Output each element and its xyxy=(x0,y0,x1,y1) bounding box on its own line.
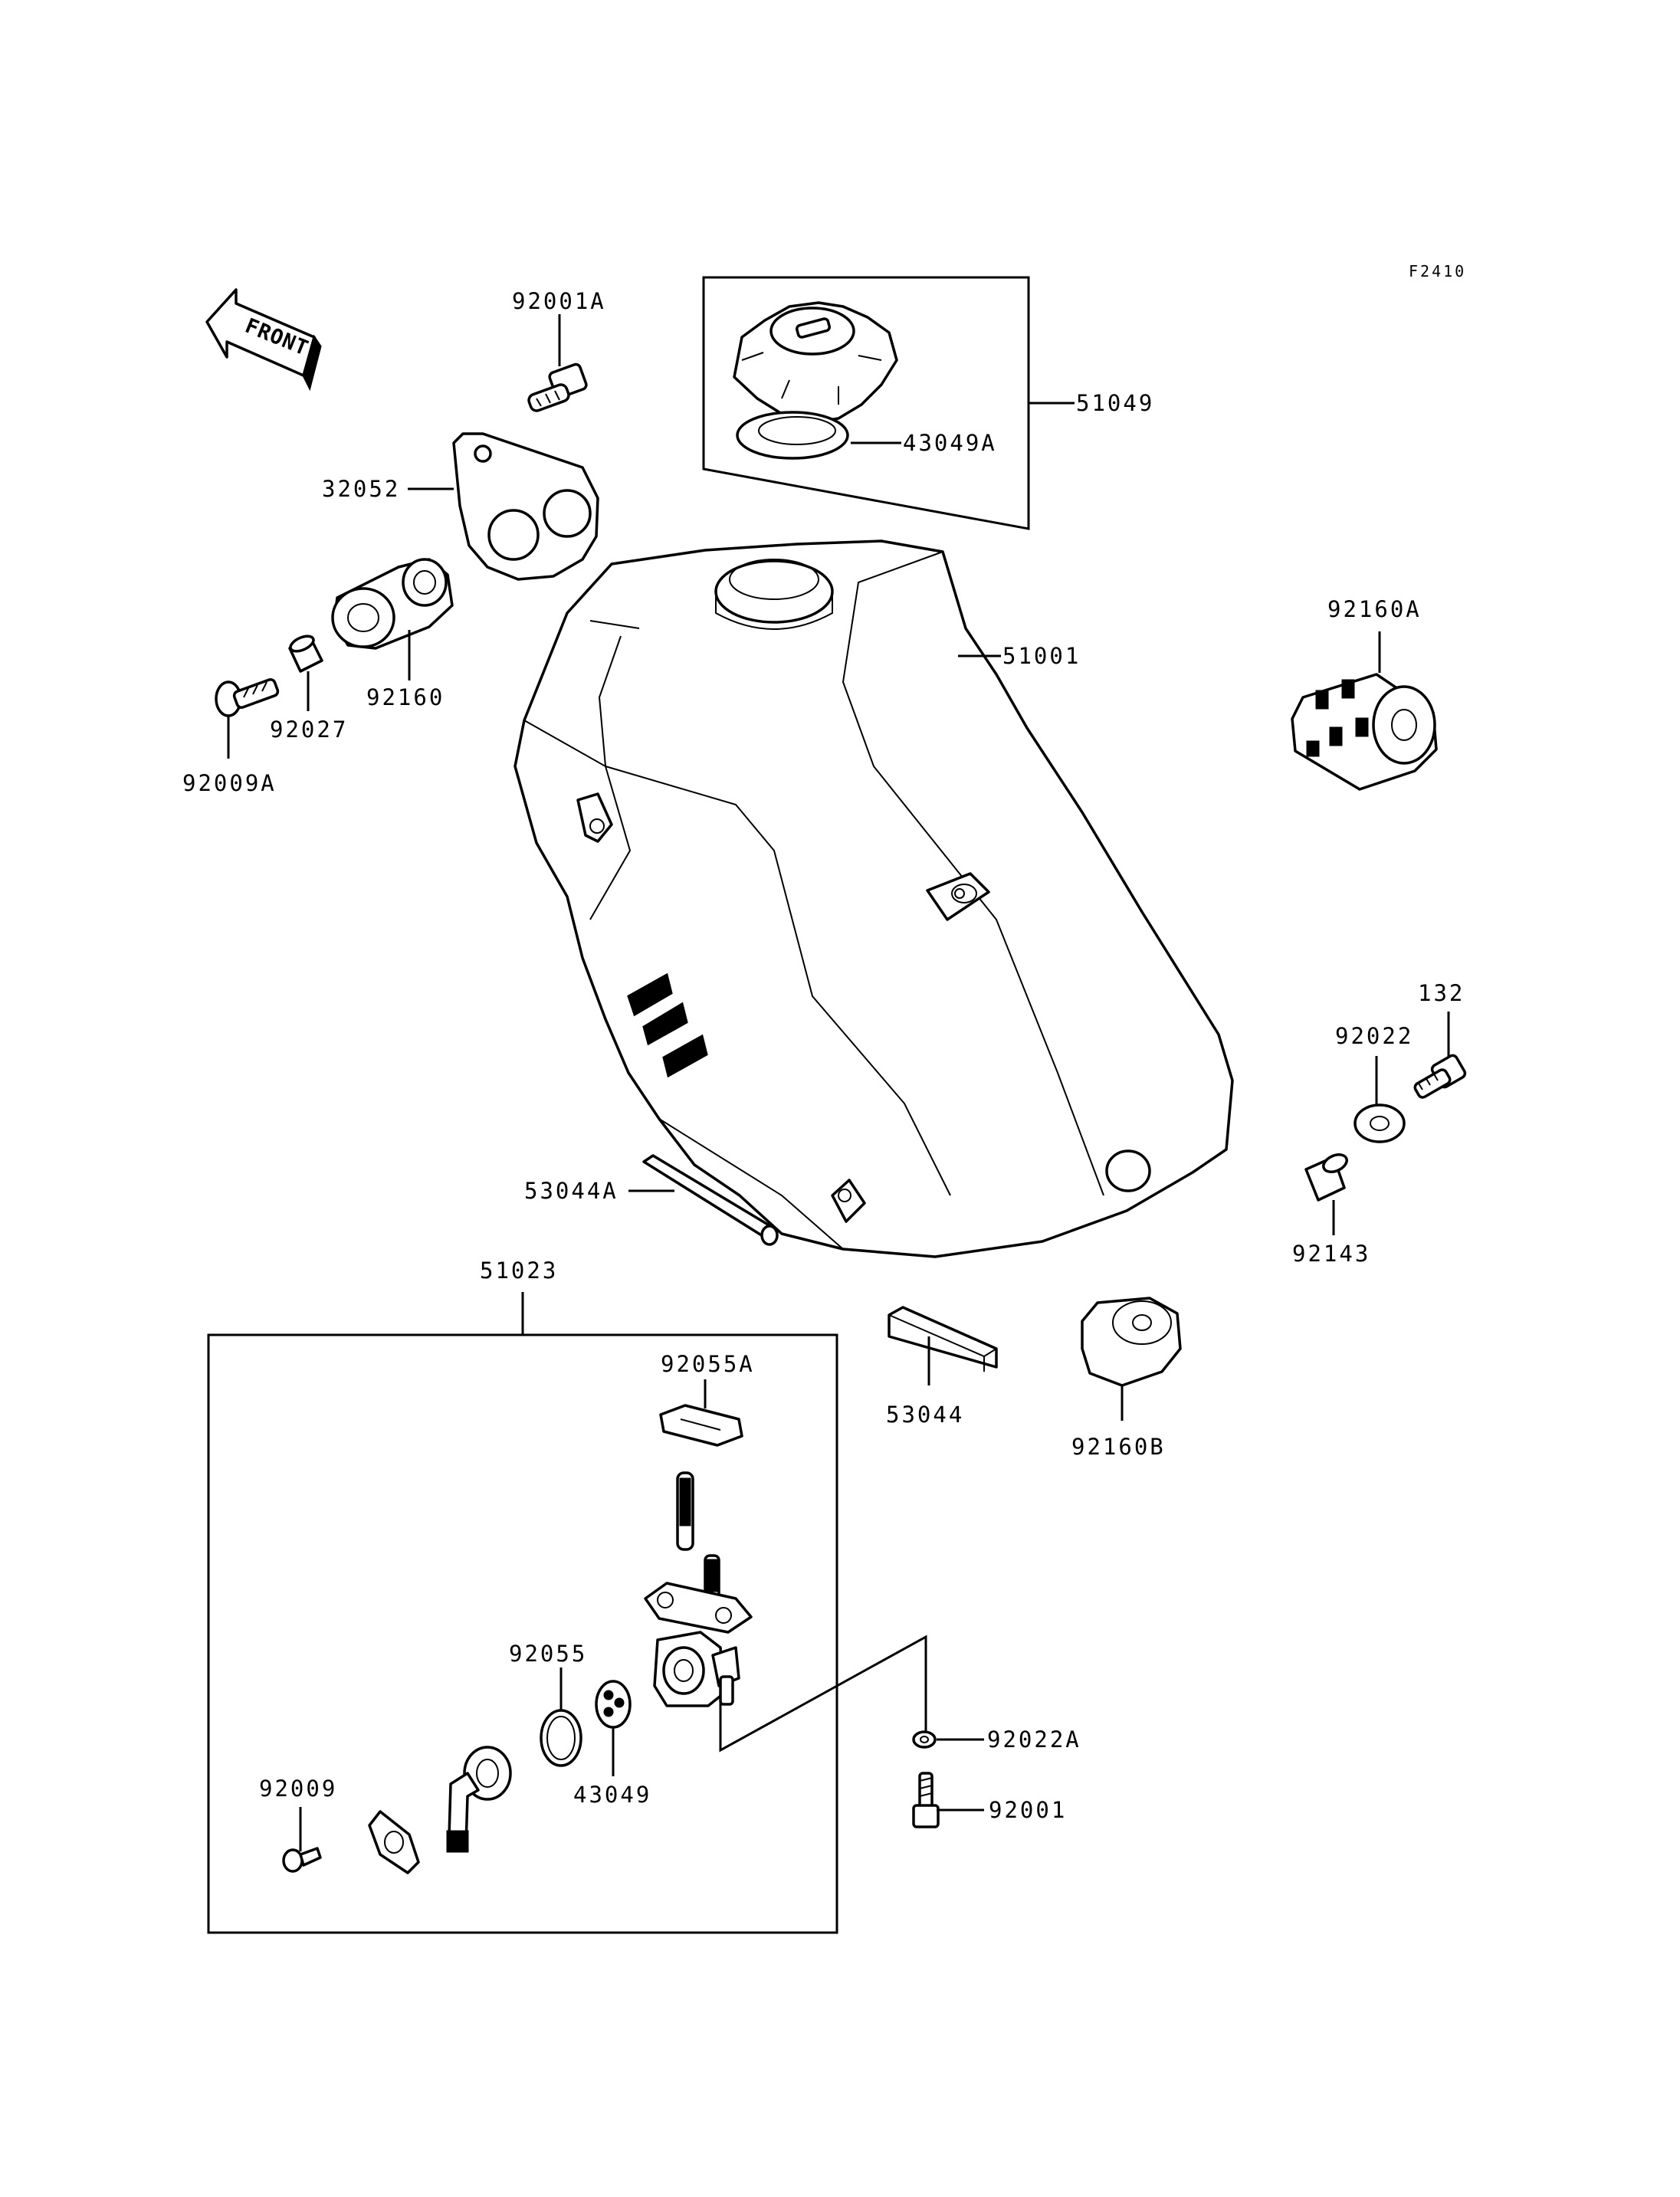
label-51023: 51023 xyxy=(480,1258,558,1284)
label-92027: 92027 xyxy=(270,716,348,743)
o-ring-92055 xyxy=(540,1709,582,1767)
filter-43049 xyxy=(595,1680,632,1729)
reserve-pipe xyxy=(446,1746,512,1853)
label-92022: 92022 xyxy=(1335,1023,1413,1049)
leader-fuel-cock-mount xyxy=(719,1635,927,1753)
label-43049: 43049 xyxy=(573,1782,651,1808)
label-43049a: 43049A xyxy=(903,430,997,456)
rubber-pad-53044 xyxy=(888,1306,998,1372)
rubber-strip-53044a xyxy=(642,1154,779,1246)
bracket-32052 xyxy=(452,432,599,581)
kit-box-51023 xyxy=(207,1333,838,1934)
collar-92027 xyxy=(288,635,323,673)
fuel-cap-51049 xyxy=(733,301,898,425)
collar-92143 xyxy=(1304,1153,1348,1202)
front-arrow-icon: FRONT xyxy=(205,288,322,392)
bolt-132 xyxy=(1413,1054,1467,1099)
label-92160b: 92160B xyxy=(1071,1434,1166,1460)
bolt-92001a xyxy=(527,362,588,412)
washer-92022a xyxy=(912,1730,937,1749)
label-53044: 53044 xyxy=(886,1402,964,1428)
label-92022a: 92022A xyxy=(987,1726,1081,1753)
label-92009: 92009 xyxy=(259,1776,337,1802)
label-51001: 51001 xyxy=(1002,643,1081,669)
label-92001a: 92001A xyxy=(512,288,606,314)
washer-92022 xyxy=(1354,1103,1406,1143)
damper-92160b xyxy=(1081,1297,1182,1387)
label-92009a: 92009A xyxy=(182,770,277,796)
bolt-92001 xyxy=(912,1772,940,1828)
screw-92009a xyxy=(215,678,280,717)
label-32052: 32052 xyxy=(322,476,400,502)
label-92001: 92001 xyxy=(989,1797,1067,1823)
fuel-cock-assembly xyxy=(644,1471,753,1707)
damper-92160a xyxy=(1291,673,1438,791)
screw-92009 xyxy=(282,1847,322,1873)
cover-plate xyxy=(368,1810,420,1874)
kit-box-51049 xyxy=(702,276,1030,530)
label-51049: 51049 xyxy=(1076,390,1154,416)
label-92143: 92143 xyxy=(1292,1241,1370,1267)
label-92055a: 92055A xyxy=(661,1351,755,1377)
label-92055: 92055 xyxy=(509,1641,587,1667)
damper-92160 xyxy=(331,558,454,650)
gasket-92055a xyxy=(659,1404,743,1447)
label-132: 132 xyxy=(1418,980,1465,1006)
label-92160: 92160 xyxy=(366,684,445,710)
figure-code: F2410 xyxy=(1409,262,1466,280)
label-92160a: 92160A xyxy=(1327,596,1422,622)
fuel-tank-51001 xyxy=(514,539,1234,1258)
label-53044a: 53044A xyxy=(524,1178,619,1204)
gasket-43049a xyxy=(736,411,849,460)
